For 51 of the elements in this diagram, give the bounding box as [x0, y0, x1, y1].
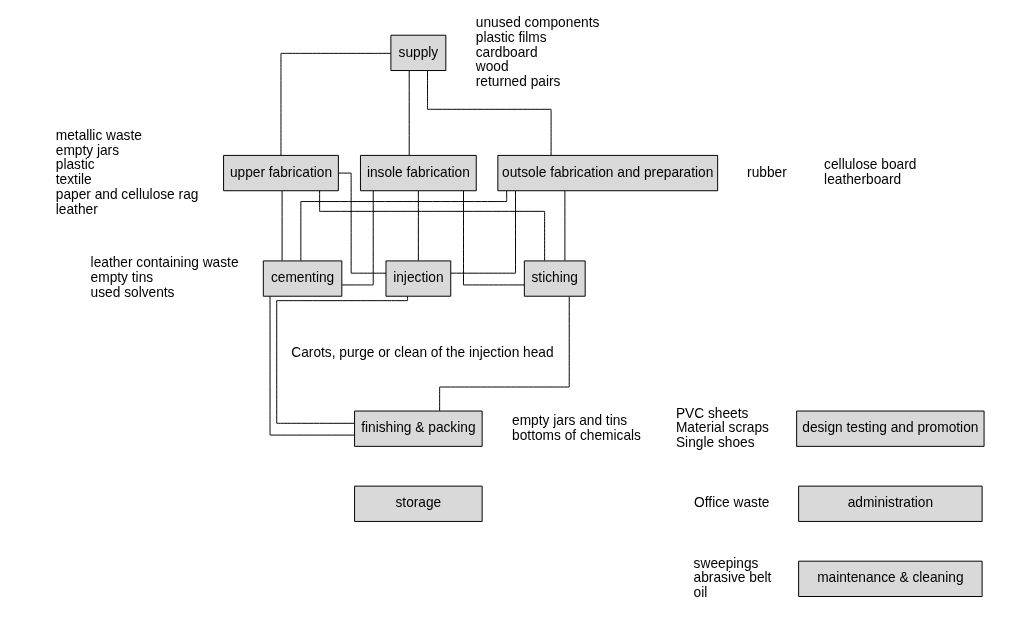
node-box: administration [797, 485, 983, 522]
node-label: empty jars [55, 142, 119, 158]
node-label: unused components [475, 15, 599, 31]
node-label: textile [55, 172, 92, 188]
connector [341, 190, 374, 286]
node-box: outsole fabrication and preparation [496, 154, 718, 192]
node-box: stiching [523, 260, 586, 297]
node-label: leather [55, 201, 98, 217]
node-label: empty tins [90, 270, 153, 286]
node-box: upper fabrication [222, 154, 339, 192]
connector [563, 190, 565, 262]
node-label: oil [693, 585, 707, 601]
node-box: supply [389, 34, 446, 72]
node-box: maintenance & cleaning [797, 560, 983, 597]
connector [281, 190, 283, 262]
node-label: sweepings [693, 555, 758, 571]
connector [438, 296, 570, 412]
node-label: plastic films [475, 29, 547, 45]
connector [426, 70, 552, 156]
node-label: empty jars and tins [511, 412, 627, 428]
connector [275, 295, 408, 424]
node-label: returned pairs [475, 73, 560, 89]
connector [462, 190, 525, 286]
node-label: PVC sheets [675, 405, 748, 421]
node-label: metallic waste [55, 127, 142, 143]
node-label: Carots, purge or clean of the injection head [290, 345, 554, 361]
connector [269, 296, 355, 436]
connector [299, 190, 507, 262]
node-box: design testing and promotion [795, 410, 985, 447]
node-label: cardboard [475, 44, 538, 60]
node-label: bottoms of chemicals [511, 427, 641, 443]
connector [417, 190, 419, 262]
node-label: wood [475, 59, 509, 75]
node-box: cementing [262, 260, 342, 297]
node-label: Single shoes [675, 435, 755, 451]
node-label: cellulose board [823, 157, 916, 173]
node-label: used solvents [90, 284, 174, 300]
connector [450, 190, 516, 274]
node-label: Office waste [693, 495, 769, 511]
connector [318, 190, 545, 262]
node-label: paper and cellulose rag [55, 186, 198, 202]
node-label: leatherboard [823, 172, 901, 188]
node-label: rubber [746, 164, 787, 180]
node-box: injection [385, 260, 451, 297]
node-label: Material scraps [675, 420, 769, 436]
connector [408, 70, 410, 156]
node-box: storage [353, 485, 483, 522]
connector [280, 52, 391, 156]
node-label: leather containing waste [90, 255, 239, 271]
node-box: insole fabrication [359, 154, 477, 192]
node-box: finishing & packing [353, 410, 483, 447]
